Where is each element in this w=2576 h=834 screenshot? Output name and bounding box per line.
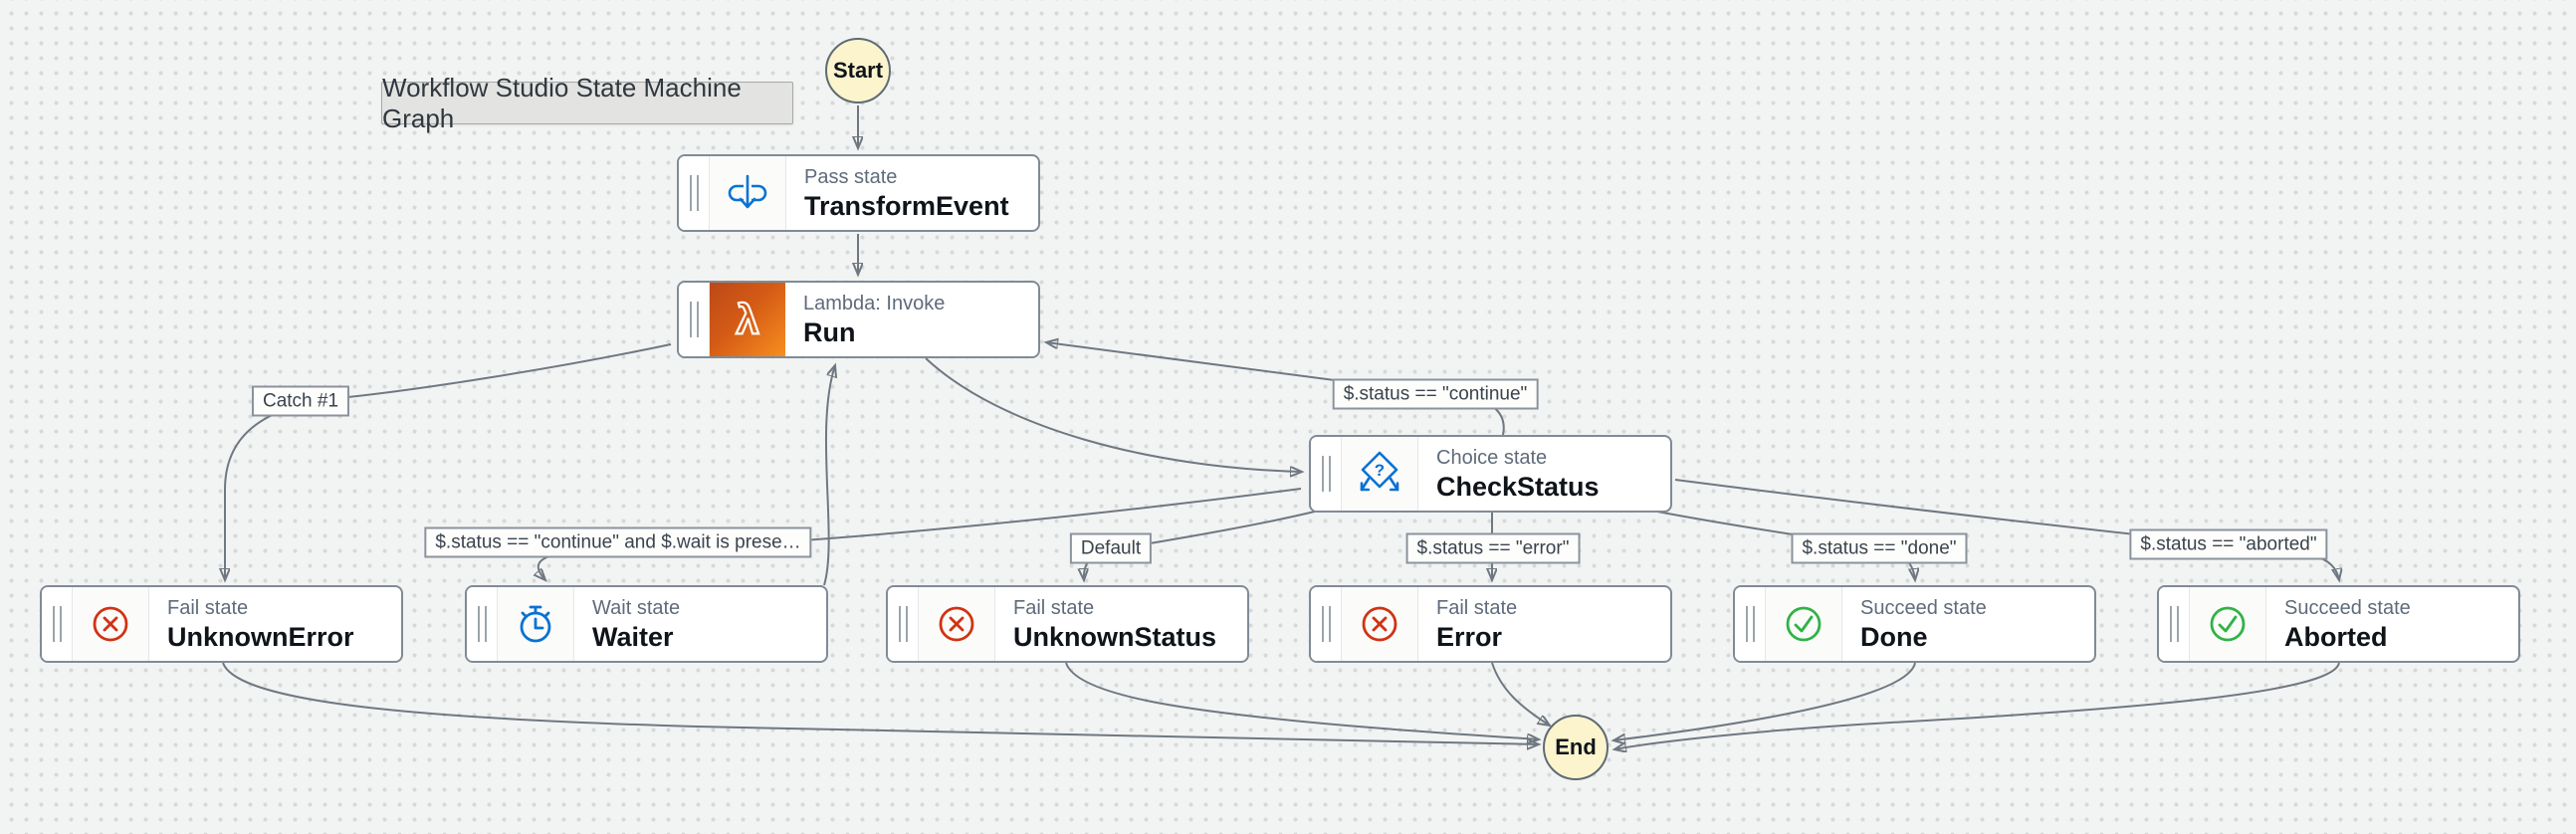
- state-type-label: Lambda: Invoke: [803, 293, 946, 314]
- drag-handle[interactable]: [888, 587, 919, 661]
- drag-handle[interactable]: [1735, 587, 1766, 661]
- edge-unknownerror-to-end: [222, 662, 1539, 744]
- succeed-icon: [2190, 587, 2266, 661]
- state-type-label: Choice state: [1436, 447, 1548, 469]
- state-text: Fail state UnknownError: [149, 587, 401, 661]
- state-node-waiter[interactable]: Wait state Waiter: [465, 585, 828, 663]
- edge-done-to-end: [1613, 662, 1916, 740]
- state-node-run[interactable]: λ Lambda: Invoke Run: [677, 281, 1040, 358]
- state-node-unknownerror[interactable]: Fail state UnknownError: [40, 585, 403, 663]
- lambda-icon: λ: [710, 283, 785, 356]
- drag-handle-icon: [477, 606, 487, 642]
- state-name-label: UnknownStatus: [1013, 622, 1217, 652]
- graph-tooltip-text: Workflow Studio State Machine Graph: [382, 72, 742, 133]
- state-text: Fail state UnknownStatus: [995, 587, 1247, 661]
- fail-icon: [919, 587, 995, 661]
- state-text: Wait state Waiter: [574, 587, 826, 661]
- state-name-label: Aborted: [2284, 622, 2388, 652]
- edge-run-to-checkstatus: [925, 357, 1302, 472]
- state-text: Fail state Error: [1418, 587, 1670, 661]
- state-text: Succeed state Done: [1842, 587, 2094, 661]
- state-type-label: Succeed state: [2284, 597, 2411, 619]
- state-text: Lambda: Invoke Run: [785, 283, 1038, 356]
- state-type-label: Fail state: [167, 597, 249, 619]
- drag-handle-icon: [1321, 606, 1331, 642]
- drag-handle-icon: [898, 606, 908, 642]
- edge-label: Catch #1: [251, 385, 350, 417]
- end-label: End: [1555, 734, 1597, 759]
- edge-label: $.status == "continue" and $.wait is pre…: [424, 526, 812, 558]
- state-name-label: Error: [1436, 622, 1503, 652]
- state-name-label: Done: [1860, 622, 1928, 652]
- state-text: Succeed state Aborted: [2266, 587, 2518, 661]
- state-type-label: Wait state: [592, 597, 681, 619]
- end-node: End: [1543, 715, 1609, 780]
- edge-label: $.status == "aborted": [2129, 528, 2328, 560]
- state-node-aborted[interactable]: Succeed state Aborted: [2157, 585, 2520, 663]
- state-node-checkstatus[interactable]: ? Choice state CheckStatus: [1309, 435, 1672, 513]
- fail-icon: [1342, 587, 1418, 661]
- edge-label: $.status == "done": [1791, 532, 1968, 564]
- state-text: Pass state TransformEvent: [786, 156, 1038, 230]
- state-node-error[interactable]: Fail state Error: [1309, 585, 1672, 663]
- state-name-label: CheckStatus: [1436, 472, 1600, 502]
- drag-handle[interactable]: [42, 587, 73, 661]
- state-type-label: Fail state: [1436, 597, 1518, 619]
- edge-label: $.status == "continue": [1332, 378, 1539, 410]
- drag-handle[interactable]: [467, 587, 498, 661]
- fail-icon: [73, 587, 149, 661]
- state-node-unknownstatus[interactable]: Fail state UnknownStatus: [886, 585, 1249, 663]
- state-node-done[interactable]: Succeed state Done: [1733, 585, 2096, 663]
- drag-handle[interactable]: [679, 156, 710, 230]
- edge-label: Default: [1069, 532, 1153, 564]
- svg-text:?: ?: [1375, 461, 1385, 480]
- state-name-label: UnknownError: [167, 622, 354, 652]
- edge-unknownstatus-to-end: [1065, 662, 1539, 739]
- drag-handle-icon: [1745, 606, 1755, 642]
- drag-handle-icon: [689, 175, 699, 211]
- state-type-label: Succeed state: [1860, 597, 1987, 619]
- state-name-label: Waiter: [592, 622, 674, 652]
- drag-handle-icon: [52, 606, 62, 642]
- edge-label: $.status == "error": [1405, 532, 1581, 564]
- state-name-label: TransformEvent: [804, 191, 1009, 221]
- start-label: Start: [832, 58, 884, 83]
- state-type-label: Fail state: [1013, 597, 1095, 619]
- edge-error-to-end: [1491, 662, 1550, 726]
- edge-run-to-unknownerror-catch: [225, 343, 672, 580]
- wait-icon: [498, 587, 574, 661]
- edge-waiter-to-run: [823, 365, 835, 586]
- drag-handle-icon: [689, 302, 699, 337]
- start-node: Start: [825, 38, 891, 104]
- succeed-icon: [1766, 587, 1842, 661]
- graph-tooltip: Workflow Studio State Machine Graph: [381, 73, 793, 133]
- drag-handle[interactable]: [679, 283, 710, 356]
- drag-handle-icon: [2169, 606, 2179, 642]
- state-type-label: Pass state: [804, 166, 898, 188]
- drag-handle[interactable]: [1311, 587, 1342, 661]
- pass-icon: [710, 156, 786, 230]
- state-text: Choice state CheckStatus: [1418, 437, 1670, 511]
- svg-text:λ: λ: [736, 296, 758, 342]
- drag-handle[interactable]: [2159, 587, 2190, 661]
- state-name-label: Run: [803, 317, 856, 347]
- state-node-transformevent[interactable]: Pass state TransformEvent: [677, 154, 1040, 232]
- drag-handle[interactable]: [1311, 437, 1342, 511]
- edge-aborted-to-end: [1614, 662, 2340, 749]
- choice-icon: ?: [1342, 437, 1418, 511]
- drag-handle-icon: [1321, 456, 1331, 492]
